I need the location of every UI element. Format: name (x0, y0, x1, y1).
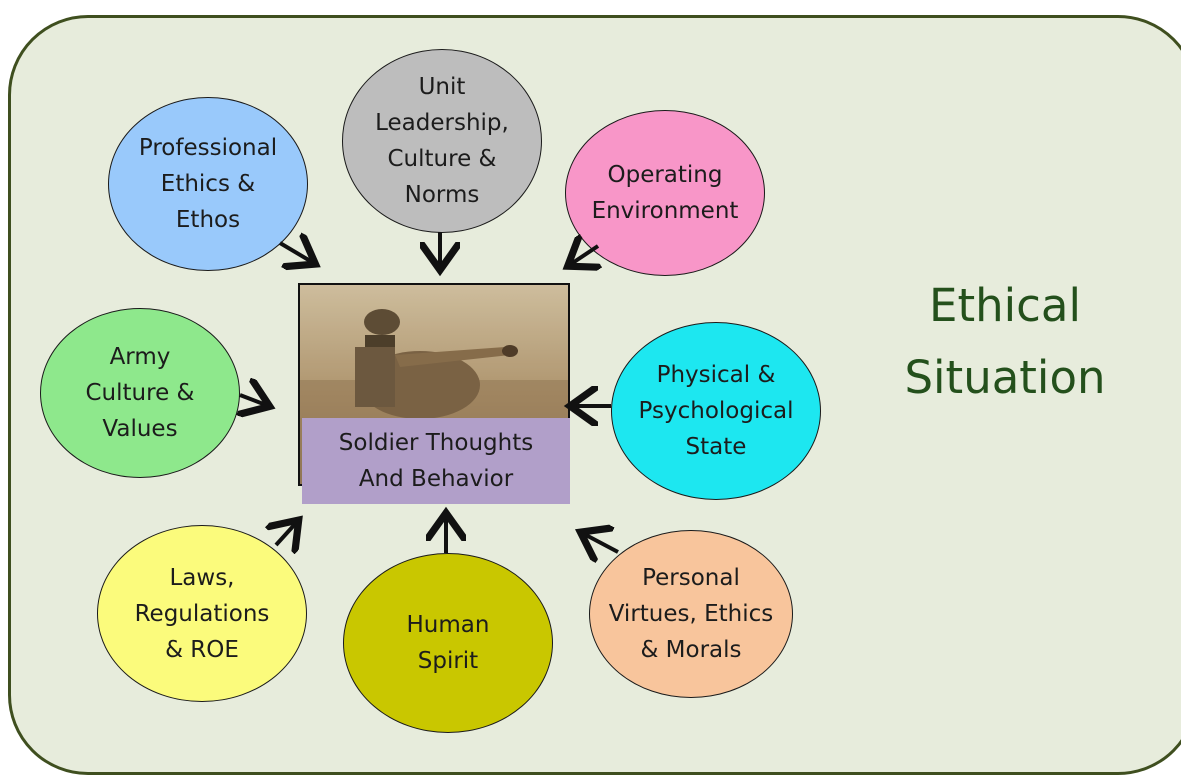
arrow-laws-regulations (276, 523, 296, 545)
ethical-situation-title: Ethical Situation (904, 279, 1106, 404)
arrow-operating-environment (571, 246, 598, 264)
physical-psychological-label: Physical & Psychological State (638, 362, 794, 460)
personal-virtues-label: Personal Virtues, Ethics & Morals (608, 565, 774, 663)
human-spirit-label: Human Spirit (406, 612, 490, 674)
operating-environment-label: Operating Environment (591, 162, 739, 224)
center-label: Soldier Thoughts And Behavior (302, 418, 570, 504)
army-culture-circle: Army Culture & Values (40, 308, 240, 478)
arrow-professional-ethics (278, 243, 312, 262)
diagram-stage: Professional Ethics & Ethos Unit Leaders… (0, 15, 1181, 775)
arrow-personal-virtues (584, 534, 619, 552)
army-culture-label: Army Culture & Values (85, 344, 195, 442)
laws-regulations-label: Laws, Regulations & ROE (134, 564, 270, 663)
personal-virtues-circle: Personal Virtues, Ethics & Morals (589, 530, 793, 698)
laws-regulations-circle: Laws, Regulations & ROE (97, 525, 307, 702)
professional-ethics-label: Professional Ethics & Ethos (138, 135, 278, 233)
human-spirit-circle: Human Spirit (343, 553, 553, 733)
physical-psychological-circle: Physical & Psychological State (611, 322, 821, 500)
unit-leadership-label: Unit Leadership, Culture & Norms (375, 74, 509, 208)
professional-ethics-circle: Professional Ethics & Ethos (108, 97, 308, 271)
influence-arrows (0, 232, 619, 732)
arrow-army-culture (240, 395, 266, 405)
